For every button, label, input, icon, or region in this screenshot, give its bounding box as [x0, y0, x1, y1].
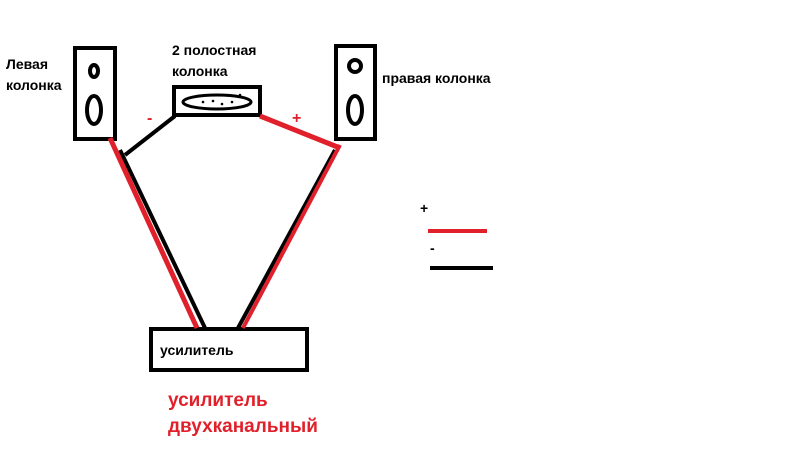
center-speaker-label: 2 полостная колонка	[172, 42, 257, 79]
legend-plus-label: +	[420, 200, 429, 216]
wire-plus-center	[259, 113, 341, 151]
left-speaker-label: Левая колонка	[6, 56, 62, 93]
wire-left-black	[118, 149, 207, 329]
wire-right-black	[236, 149, 337, 329]
wire-right-red	[241, 144, 342, 329]
wire-minus-center	[123, 114, 177, 157]
amplifier-note-line2: двухканальный	[168, 416, 318, 437]
left-speaker	[73, 46, 117, 141]
minus-wire-label: -	[147, 110, 153, 127]
wire-left-red	[107, 136, 200, 330]
plus-wire-label: +	[292, 110, 302, 127]
center-speaker	[172, 85, 262, 117]
amplifier-box	[149, 327, 309, 372]
amplifier-label: усилитель	[160, 342, 234, 358]
right-speaker	[334, 44, 377, 141]
right-speaker-label: правая колонка	[382, 70, 491, 86]
amplifier-note-line1: усилитель	[168, 390, 268, 411]
legend-minus-label: -	[430, 240, 435, 256]
